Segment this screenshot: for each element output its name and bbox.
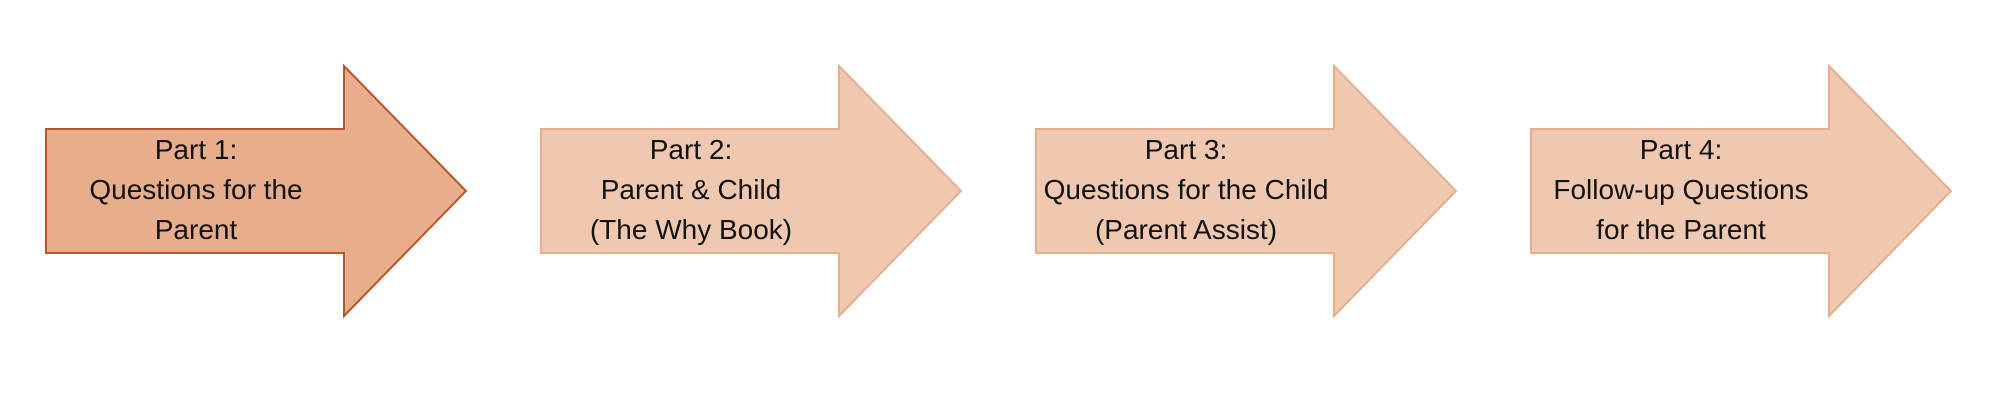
step-2-title: Part 2: [649,134,733,165]
step-4-line-3: for the Parent [1596,214,1766,245]
step-3-title: Part 3: [1144,134,1228,165]
step-1-arrow: Part 1: Questions for the Parent [45,63,468,319]
step-3-line-2: Questions for the Child [1043,174,1329,205]
step-4-line-2: Follow-up Questions [1553,174,1809,205]
right-arrow-icon [1530,63,1953,319]
step-2-arrow: Part 2: Parent & Child (The Why Book) [540,63,963,319]
step-1-title: Part 1: [154,134,238,165]
step-3-arrow: Part 3: Questions for the Child (Parent … [1035,63,1458,319]
step-1-line-2: Questions for the [89,174,303,205]
step-2-line-3: (The Why Book) [589,214,793,245]
step-1-line-3: Parent [154,214,238,245]
step-4-arrow: Part 4: Follow-up Questions for the Pare… [1530,63,1953,319]
right-arrow-icon [540,63,963,319]
step-3-label: Part 3: Questions for the Child (Parent … [1036,128,1336,252]
step-4-label: Part 4: Follow-up Questions for the Pare… [1531,128,1831,252]
step-2-line-2: Parent & Child [600,174,782,205]
right-arrow-icon [45,63,468,319]
step-1-label: Part 1: Questions for the Parent [46,128,346,252]
right-arrow-icon [1035,63,1458,319]
step-3-line-3: (Parent Assist) [1094,214,1278,245]
step-2-label: Part 2: Parent & Child (The Why Book) [541,128,841,252]
step-4-title: Part 4: [1639,134,1723,165]
